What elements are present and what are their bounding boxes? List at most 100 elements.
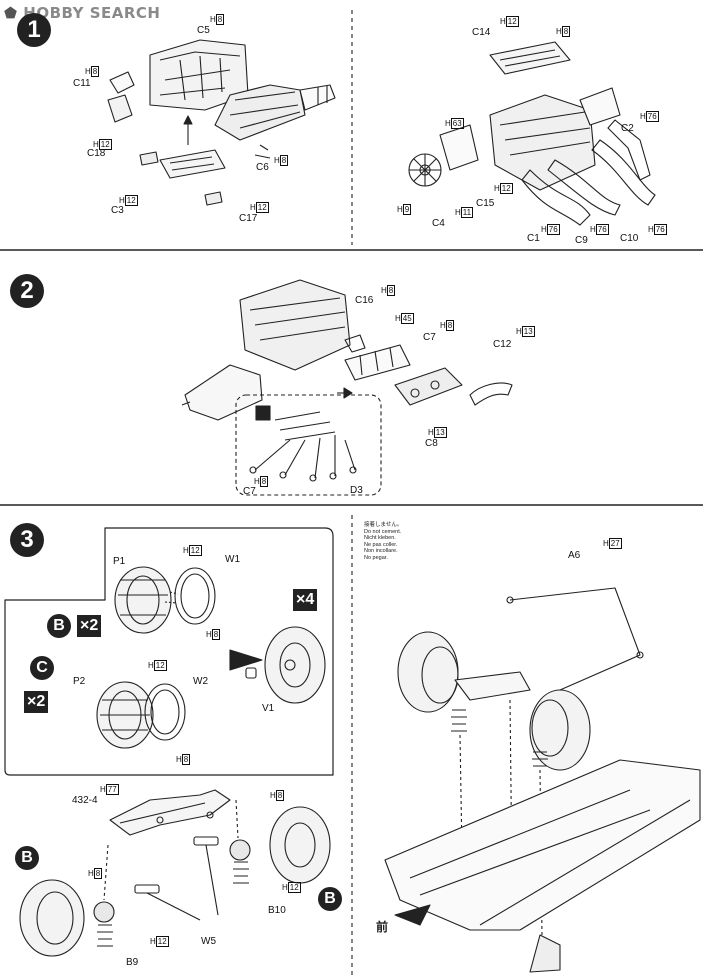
part-label-a6: A6 [568, 550, 581, 561]
step1-left-engine [107, 39, 336, 206]
step-number-1: 1 [17, 13, 51, 47]
paint-ref-c1-value: 76 [546, 224, 560, 235]
paint-ref-w1-value: 12 [188, 545, 202, 556]
detail-marker-icon [255, 405, 271, 421]
detail-callout-box [235, 394, 382, 496]
part-label-c8: C8 [425, 438, 438, 449]
front-direction-label: 前 [376, 920, 389, 934]
part-label-c7-detail: C7 [243, 486, 256, 497]
part-label-c17: C17 [239, 213, 258, 224]
part-label-c9: C9 [575, 235, 588, 246]
part-label-c6: C6 [256, 162, 269, 173]
variant-b-badge-right: B [318, 887, 342, 911]
part-label-c3: C3 [111, 205, 124, 216]
watermark-text: HOBBY SEARCH [23, 4, 161, 22]
step2-engine-assembly [181, 279, 513, 496]
part-label-c7: C7 [423, 332, 436, 343]
step1-right-engine [408, 41, 656, 226]
paint-ref-45-value: 45 [400, 313, 414, 324]
part-label-w5: W5 [201, 936, 216, 947]
paint-ref-c9-value: 76 [595, 224, 609, 235]
paint-ref-c16-value: 8 [386, 285, 396, 296]
part-label-c12: C12 [493, 339, 512, 350]
paint-ref-c10-value: 76 [653, 224, 667, 235]
part-label-w1: W1 [225, 554, 240, 565]
paint-ref-c7-value: 8 [445, 320, 455, 331]
paint-ref-c18-value: 12 [98, 139, 112, 150]
paint-ref-w2-b-value: 8 [181, 754, 191, 765]
paint-ref-c2-value: 76 [645, 111, 659, 122]
variant-b-badge: B [47, 614, 71, 638]
paint-ref-11-value: 11 [460, 207, 474, 218]
part-label-432-4: 432-4 [72, 795, 98, 806]
part-label-c10: C10 [620, 233, 639, 244]
paint-ref-w5-value: 8 [275, 790, 285, 801]
step3-chassis [384, 587, 701, 973]
part-label-v1: V1 [262, 703, 275, 714]
part-label-c14: C14 [472, 27, 491, 38]
paint-ref-b10-value: 12 [287, 882, 301, 893]
paint-ref-9-value: 9 [402, 204, 412, 215]
paint-ref-p1-value: 8 [211, 629, 221, 640]
paint-ref-w2-a-value: 12 [153, 660, 167, 671]
part-label-p2: P2 [73, 676, 86, 687]
part-label-b10: B10 [268, 905, 286, 916]
paint-ref-c5-value: 8 [215, 14, 225, 25]
paint-ref-c7b-value: 8 [259, 476, 269, 487]
part-label-c16: C16 [355, 295, 374, 306]
step3-wheel-box [4, 527, 334, 776]
paint-ref-c14-b-value: 8 [561, 26, 571, 37]
assembly-arrow-icon [229, 649, 263, 671]
paint-ref-b9-value: 12 [155, 936, 169, 947]
part-label-w2: W2 [193, 676, 208, 687]
variant-b-badge-left: B [15, 846, 39, 870]
part-label-c18: C18 [87, 148, 106, 159]
part-label-c2: C2 [621, 123, 634, 134]
paint-ref-12r-value: 12 [499, 183, 513, 194]
part-label-b9: B9 [126, 957, 139, 968]
part-label-c15: C15 [476, 198, 495, 209]
part-label-p1: P1 [113, 556, 126, 567]
watermark-logo-icon: ⬟ [4, 4, 18, 22]
do-not-cement-note: 接着しません。 Do not cement. Nicht kleben. Ne … [364, 522, 403, 561]
quantity-x2-c-badge: ×2 [24, 691, 49, 713]
step-number-3: 3 [10, 523, 44, 557]
hobby-search-watermark: ⬟ HOBBY SEARCH [4, 4, 161, 22]
part-label-c5: C5 [197, 25, 210, 36]
paint-ref-63-value: 63 [450, 118, 464, 129]
step-number-2: 2 [10, 274, 44, 308]
front-arrow-icon [394, 904, 431, 926]
paint-ref-a6-value: 27 [608, 538, 622, 549]
paint-ref-c3-value: 12 [124, 195, 138, 206]
paint-ref-b8-value: 8 [93, 868, 103, 879]
paint-ref-432-value: 77 [105, 784, 119, 795]
part-label-c11: C11 [73, 78, 91, 89]
part-label-d3: D3 [350, 485, 363, 496]
